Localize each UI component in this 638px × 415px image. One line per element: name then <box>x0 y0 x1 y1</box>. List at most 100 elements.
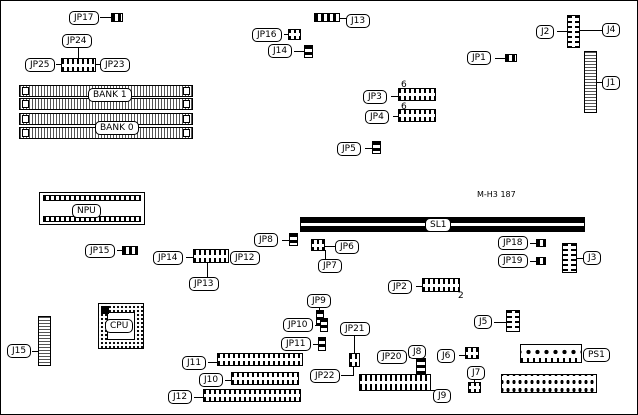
j9-pin-header <box>359 374 431 391</box>
j3-pin-block <box>562 243 577 273</box>
label-jp4: JP4 <box>365 110 389 124</box>
jp2-pin-header <box>422 278 460 292</box>
j11-connector <box>217 353 303 366</box>
j13-pin-row <box>314 13 340 22</box>
jp10-jumper <box>320 318 328 332</box>
leader-line <box>391 96 399 97</box>
label-jp2: JP2 <box>388 280 412 294</box>
j15-connector <box>38 316 51 366</box>
label-jp25: JP25 <box>25 58 55 72</box>
leader-line <box>319 307 320 311</box>
label-jp1: JP1 <box>467 51 491 65</box>
label-ps1: PS1 <box>583 348 610 362</box>
label-cpu: CPU <box>105 319 134 333</box>
leader-line <box>282 240 290 241</box>
leader-line <box>557 31 568 32</box>
label-jp10: JP10 <box>283 318 313 332</box>
label-j9: J9 <box>433 389 452 403</box>
leader-line <box>353 366 354 376</box>
leader-line <box>354 335 355 354</box>
label-jp14: JP14 <box>153 251 183 265</box>
label-jp18: JP18 <box>498 236 528 250</box>
leader-line <box>78 47 79 59</box>
leader-line <box>194 397 204 398</box>
label-j4: J4 <box>602 23 621 37</box>
jp16-jumper <box>288 29 301 40</box>
jp15-jumper <box>122 246 138 255</box>
label-jp22: JP22 <box>310 369 340 383</box>
j7-pin-block <box>468 382 481 393</box>
leader-line <box>100 17 112 18</box>
leader-line <box>313 344 319 345</box>
leader-line <box>429 390 436 391</box>
leader-line <box>225 380 232 381</box>
jp5-jumper <box>372 141 381 154</box>
leader-line <box>393 116 399 117</box>
memory-slot <box>19 98 193 110</box>
label-jp21: JP21 <box>340 322 370 336</box>
jp8-jumper <box>289 233 298 246</box>
jp2-pin-number-text: 2 <box>458 291 464 301</box>
label-jp3: JP3 <box>363 90 387 104</box>
label-bank0: BANK 0 <box>95 121 139 135</box>
label-npu: NPU <box>72 204 101 218</box>
label-j7: J7 <box>467 366 486 380</box>
jp17-jumper <box>111 13 123 22</box>
label-jp24: JP24 <box>62 34 92 48</box>
leader-line <box>117 250 123 251</box>
label-j8: J8 <box>408 345 427 359</box>
jp3-pin-header <box>398 88 436 101</box>
jp14-jp12-jp13-pin-block <box>193 249 229 263</box>
jp3-pin-count-text: 6 <box>401 80 407 90</box>
label-jp16: JP16 <box>252 28 282 42</box>
label-jp13: JP13 <box>189 277 219 291</box>
leader-line <box>596 82 604 83</box>
label-jp7: JP7 <box>318 259 342 273</box>
label-jp15: JP15 <box>85 244 115 258</box>
leader-line <box>495 58 506 59</box>
leader-line <box>341 375 354 376</box>
label-j12: J12 <box>168 390 193 404</box>
jp21-jp22-pin-block <box>349 353 360 367</box>
jp11-jumper <box>318 337 326 351</box>
leader-line <box>186 257 194 258</box>
label-j15: J15 <box>7 344 32 358</box>
leader-line <box>474 379 475 383</box>
leader-line <box>339 18 347 19</box>
npu-pin-row-top <box>43 195 141 201</box>
label-jp12: JP12 <box>230 251 260 265</box>
jp4-pin-header <box>398 109 436 122</box>
leader-line <box>56 64 62 65</box>
label-jp8: JP8 <box>254 233 278 247</box>
label-jp11: JP11 <box>281 337 311 351</box>
label-bank1: BANK 1 <box>88 88 132 102</box>
leader-line <box>324 246 336 247</box>
label-jp5: JP5 <box>337 142 361 156</box>
leader-line <box>365 148 373 149</box>
label-sl1: SL1 <box>425 218 452 232</box>
j6-pin-block <box>465 347 479 359</box>
board-id-text: M-H3 187 <box>477 190 516 199</box>
jp1-jumper <box>505 54 517 62</box>
leader-line <box>459 355 466 356</box>
jp19-jumper <box>536 257 546 265</box>
leader-line <box>32 351 39 352</box>
j5-pin-block <box>506 310 520 332</box>
leader-line <box>325 250 326 260</box>
leader-line <box>576 258 584 259</box>
cpu-pin1-marker <box>101 306 109 314</box>
label-j10: J10 <box>199 373 224 387</box>
label-j14: J14 <box>268 44 293 58</box>
ps1-connector <box>520 344 582 363</box>
label-jp23: JP23 <box>100 58 130 72</box>
leader-line <box>95 64 102 65</box>
label-j3: J3 <box>583 251 602 265</box>
j12-connector <box>203 389 301 402</box>
leader-line <box>494 322 507 323</box>
leader-line <box>208 362 218 363</box>
jp4-pin-count-text: 6 <box>401 102 407 112</box>
label-jp17: JP17 <box>69 11 99 25</box>
label-j6: J6 <box>437 349 456 363</box>
jp24-jp25-jp23-pin-block <box>61 58 96 72</box>
